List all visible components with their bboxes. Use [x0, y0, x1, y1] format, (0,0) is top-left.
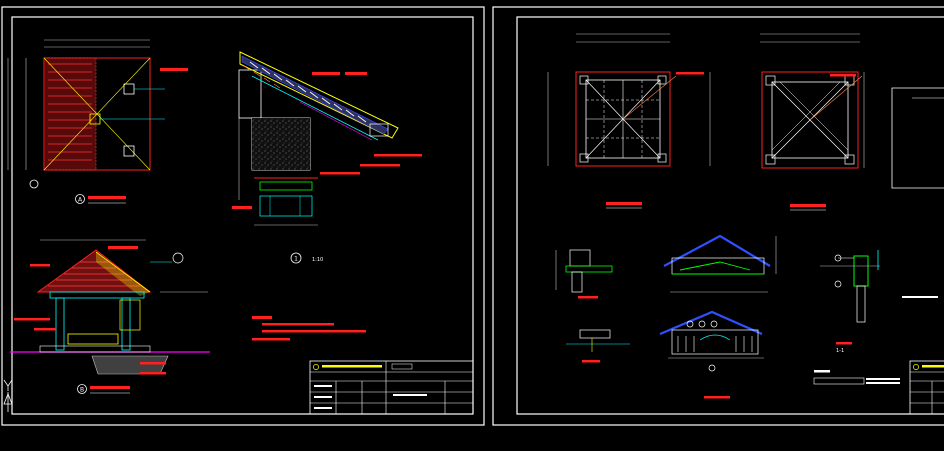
- sheet-1: A: [1, 6, 485, 426]
- sheet-1-title-block: [309, 360, 474, 415]
- section-1-1: 1-1: [820, 250, 938, 354]
- sheet-2-outer-border: [492, 6, 944, 426]
- eave-detail-1: 1 1:10: [232, 51, 422, 264]
- detail-1-tag-label: 1: [294, 256, 298, 263]
- ucs-icon: [3, 379, 13, 412]
- section-1-1-label: 1-1: [836, 348, 844, 354]
- view-b-tag: [77, 384, 87, 394]
- roof-framing-plan-2: [760, 33, 865, 211]
- sheet-2-inner-border: [516, 16, 944, 415]
- view-a-tag: [75, 194, 85, 204]
- detail-1-tag: [290, 252, 302, 264]
- view-b-tag-label: B: [80, 387, 84, 394]
- design-notes: [252, 316, 366, 341]
- sheet-2-title-block: [909, 360, 944, 415]
- railing-elevation: [659, 310, 764, 399]
- post-base-detail: [555, 249, 613, 299]
- pavilion-section-b: B: [10, 239, 210, 394]
- sheet-1-outer-border: [1, 6, 485, 426]
- detail-1-scale: 1:10: [312, 257, 323, 263]
- roof-framing-plan-1: [547, 33, 711, 209]
- joint-detail-d: [566, 329, 630, 363]
- sheet-2: 1-1: [492, 6, 944, 426]
- sheet-2-notes: [813, 370, 900, 385]
- roof-plan-view-a: A: [7, 39, 188, 204]
- roof-section-elevation: [663, 234, 777, 293]
- sheet-1-inner-border: [11, 16, 474, 415]
- cropped-elevation-right: [891, 87, 944, 189]
- view-a-tag-label: A: [78, 197, 83, 204]
